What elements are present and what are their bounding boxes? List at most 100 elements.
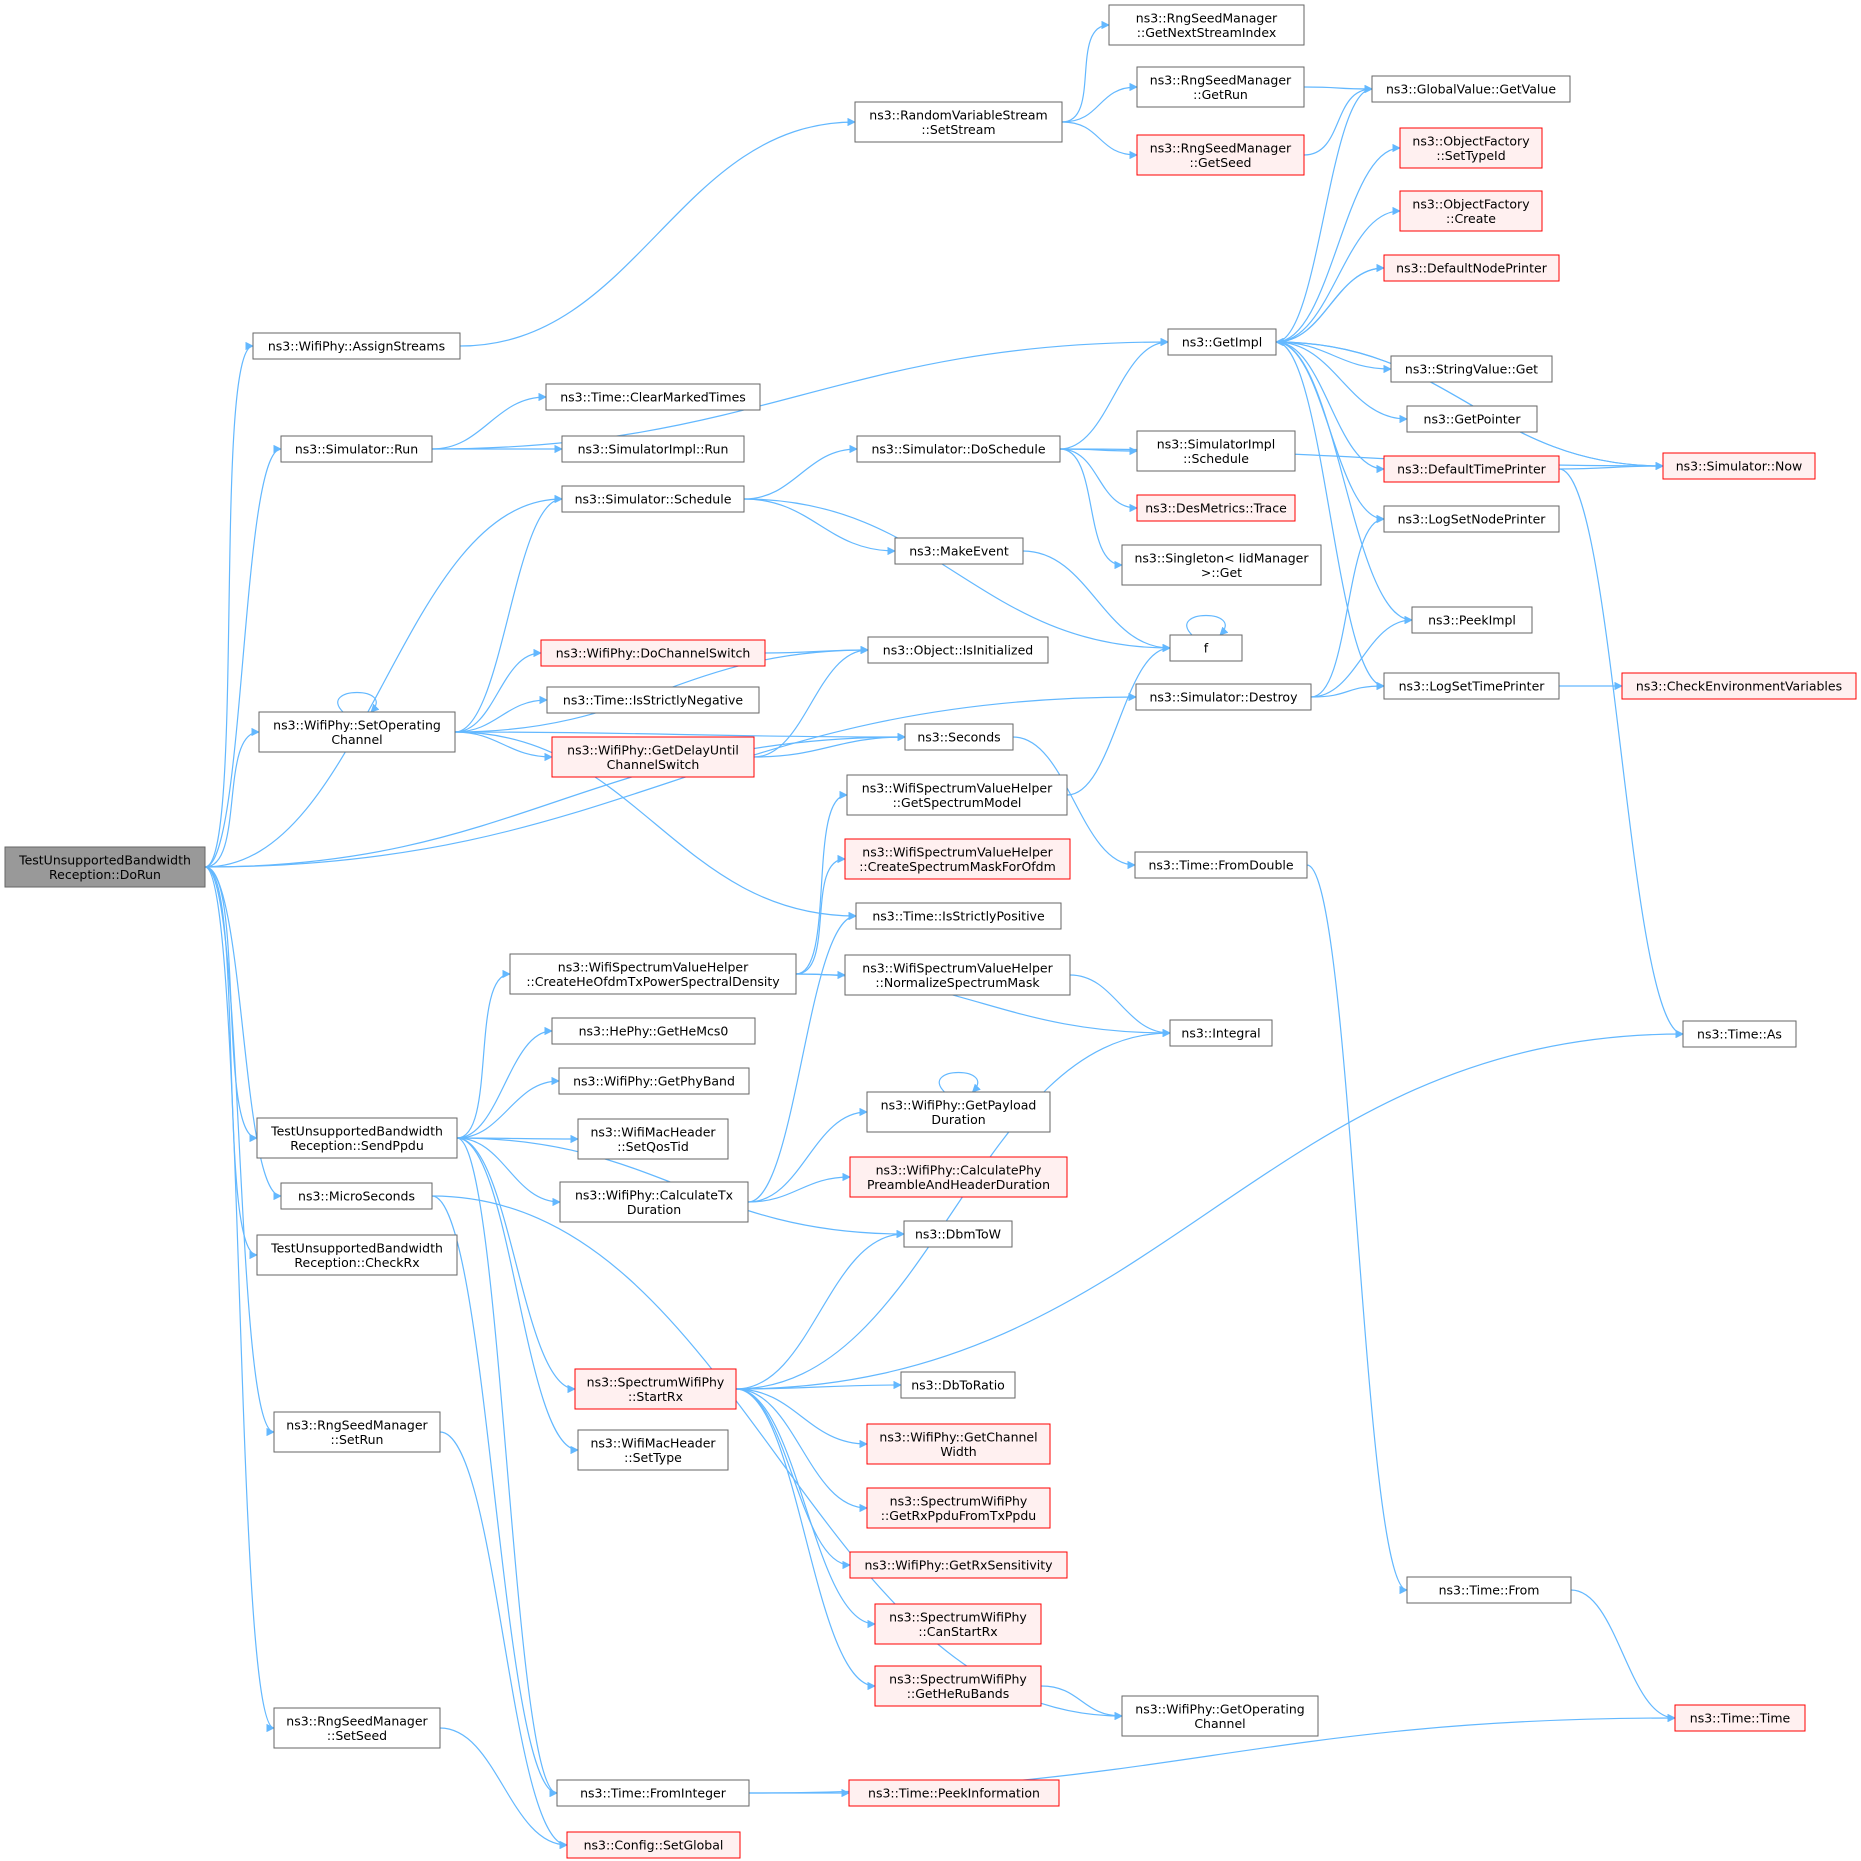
node-normalizeMask[interactable]: ns3::WifiSpectrumValueHelper::NormalizeS… <box>844 954 1071 996</box>
node-globalGetValue[interactable]: ns3::GlobalValue::GetValue <box>1371 75 1571 103</box>
node-box <box>558 1067 750 1095</box>
node-checkRx[interactable]: TestUnsupportedBandwidthReception::Check… <box>256 1234 458 1276</box>
node-isStrictlyNeg[interactable]: ns3::Time::IsStrictlyNegative <box>546 686 760 714</box>
node-setQosTid[interactable]: ns3::WifiMacHeader::SetQosTid <box>577 1118 729 1160</box>
edge-setOpChannel-to-doChannelSwitch <box>454 648 542 733</box>
node-setType[interactable]: ns3::WifiMacHeader::SetType <box>577 1429 729 1471</box>
edge-getImpl-to-globalGetValue <box>1275 84 1373 343</box>
node-calcPhyPreamble[interactable]: ns3::WifiPhy::CalculatePhyPreambleAndHea… <box>849 1156 1068 1198</box>
node-microSeconds[interactable]: ns3::MicroSeconds <box>280 1182 433 1210</box>
node-doChannelSwitch[interactable]: ns3::WifiPhy::DoChannelSwitch <box>540 639 766 667</box>
node-assignStreams[interactable]: ns3::WifiPhy::AssignStreams <box>252 332 461 360</box>
edge-sendPpdu-to-setType <box>456 1137 579 1455</box>
node-box <box>574 1368 737 1410</box>
edge-getImpl-to-logSetTimePrinter <box>1275 341 1385 691</box>
node-simRun[interactable]: ns3::Simulator::Run <box>280 435 433 463</box>
edge-startRx-to-integral <box>735 1028 1171 1390</box>
node-sendPpdu[interactable]: TestUnsupportedBandwidthReception::SendP… <box>256 1117 458 1159</box>
node-label: ns3::RngSeedManager <box>286 1713 428 1728</box>
edge-getImpl-to-stringValueGet <box>1275 341 1392 374</box>
node-simImplRun[interactable]: ns3::SimulatorImpl::Run <box>561 435 745 463</box>
node-label: ns3::HePhy::GetHeMcs0 <box>579 1024 729 1039</box>
node-getHeMcs0[interactable]: ns3::HePhy::GetHeMcs0 <box>551 1017 756 1045</box>
node-canStartRx[interactable]: ns3::SpectrumWifiPhy::CanStartRx <box>874 1603 1042 1645</box>
node-simDoSchedule[interactable]: ns3::Simulator::DoSchedule <box>856 435 1061 463</box>
node-getRxPpdu[interactable]: ns3::SpectrumWifiPhy::GetRxPpduFromTxPpd… <box>866 1487 1051 1529</box>
node-objIsInit[interactable]: ns3::Object::IsInitialized <box>867 636 1049 664</box>
node-objFacCreate[interactable]: ns3::ObjectFactory::Create <box>1399 190 1543 232</box>
node-getPointer[interactable]: ns3::GetPointer <box>1406 405 1538 433</box>
node-createHeOfdm[interactable]: ns3::WifiSpectrumValueHelper::CreateHeOf… <box>509 953 797 995</box>
node-simImplSchedule[interactable]: ns3::SimulatorImpl::Schedule <box>1136 430 1296 472</box>
node-rvsSetStream[interactable]: ns3::RandomVariableStream::SetStream <box>854 101 1063 143</box>
node-logSetTimePrinter[interactable]: ns3::LogSetTimePrinter <box>1383 672 1560 700</box>
node-setRun[interactable]: ns3::RngSeedManager::SetRun <box>273 1411 441 1453</box>
edge-assignStreams-to-rvsSetStream <box>459 117 856 347</box>
node-logSetNodePrinter[interactable]: ns3::LogSetNodePrinter <box>1383 505 1560 533</box>
node-peekImpl[interactable]: ns3::PeekImpl <box>1411 606 1533 634</box>
node-setSeed[interactable]: ns3::RngSeedManager::SetSeed <box>273 1707 441 1749</box>
node-rngGetSeed[interactable]: ns3::RngSeedManager::GetSeed <box>1136 134 1305 176</box>
node-peekInfo[interactable]: ns3::Time::PeekInformation <box>848 1779 1060 1807</box>
node-label: ns3::GetPointer <box>1424 412 1522 427</box>
node-label: ns3::Time::FromInteger <box>580 1786 727 1801</box>
edge-sendPpdu-to-getHeMcs0 <box>456 1026 553 1139</box>
node-label: ns3::Object::IsInitialized <box>883 643 1033 658</box>
node-simSchedule[interactable]: ns3::Simulator::Schedule <box>561 485 745 513</box>
node-label: ns3::WifiPhy::GetRxSensitivity <box>864 1558 1053 1573</box>
node-getNextStream[interactable]: ns3::RngSeedManager::GetNextStreamIndex <box>1108 4 1305 46</box>
node-defaultNodePrinter[interactable]: ns3::DefaultNodePrinter <box>1383 254 1560 282</box>
node-getImpl[interactable]: ns3::GetImpl <box>1167 328 1277 356</box>
node-f[interactable]: f <box>1169 634 1243 662</box>
node-timeFrom[interactable]: ns3::Time::From <box>1406 1576 1572 1604</box>
node-defaultTimePrinter[interactable]: ns3::DefaultTimePrinter <box>1383 455 1560 483</box>
node-getRxSens[interactable]: ns3::WifiPhy::GetRxSensitivity <box>849 1551 1068 1579</box>
node-configSetGlobal[interactable]: ns3::Config::SetGlobal <box>566 1831 741 1859</box>
node-box <box>848 1779 1060 1807</box>
node-timeTime[interactable]: ns3::Time::Time <box>1674 1704 1806 1732</box>
node-dbmToW[interactable]: ns3::DbmToW <box>903 1220 1013 1248</box>
node-getSpectrumModel[interactable]: ns3::WifiSpectrumValueHelper::GetSpectru… <box>846 774 1068 816</box>
node-isStrictlyPos[interactable]: ns3::Time::IsStrictlyPositive <box>855 902 1062 930</box>
node-objFacSetTypeId[interactable]: ns3::ObjectFactory::SetTypeId <box>1399 127 1543 169</box>
node-label: ns3::WifiSpectrumValueHelper <box>862 844 1053 859</box>
edge-setRun-to-configSetGlobal <box>439 1431 568 1850</box>
node-clearMarked[interactable]: ns3::Time::ClearMarkedTimes <box>545 383 761 411</box>
node-getPhyBand[interactable]: ns3::WifiPhy::GetPhyBand <box>558 1067 750 1095</box>
node-startRx[interactable]: ns3::SpectrumWifiPhy::StartRx <box>574 1368 737 1410</box>
node-label: ::SetRun <box>331 1432 384 1447</box>
node-box <box>1169 634 1243 662</box>
node-fromInteger[interactable]: ns3::Time::FromInteger <box>556 1779 750 1807</box>
node-label: ns3::WifiPhy::DoChannelSwitch <box>556 646 751 661</box>
edge-root-to-simDestroy <box>204 692 1137 868</box>
node-integral[interactable]: ns3::Integral <box>1169 1019 1273 1047</box>
node-checkEnv[interactable]: ns3::CheckEnvironmentVariables <box>1621 672 1857 700</box>
node-stringValueGet[interactable]: ns3::StringValue::Get <box>1390 355 1553 383</box>
node-singletonGet[interactable]: ns3::Singleton< IidManager>::Get <box>1121 544 1322 586</box>
node-box <box>1621 672 1857 700</box>
node-box <box>280 435 433 463</box>
node-dbToRatio[interactable]: ns3::DbToRatio <box>900 1371 1016 1399</box>
node-label: ::SetTypeId <box>1436 148 1505 163</box>
node-timeAs[interactable]: ns3::Time::As <box>1682 1020 1797 1048</box>
node-desTrace[interactable]: ns3::DesMetrics::Trace <box>1136 494 1296 522</box>
node-createMaskOfdm[interactable]: ns3::WifiSpectrumValueHelper::CreateSpec… <box>844 838 1071 880</box>
node-label: ns3::LogSetTimePrinter <box>1399 679 1546 694</box>
node-makeEvent[interactable]: ns3::MakeEvent <box>894 537 1024 565</box>
node-getHeRuBands[interactable]: ns3::SpectrumWifiPhy::GetHeRuBands <box>874 1665 1042 1707</box>
node-box <box>256 1234 458 1276</box>
node-label: TestUnsupportedBandwidth <box>270 1240 443 1255</box>
node-simDestroy[interactable]: ns3::Simulator::Destroy <box>1135 683 1312 711</box>
node-fromDouble[interactable]: ns3::Time::FromDouble <box>1134 851 1308 879</box>
node-seconds[interactable]: ns3::Seconds <box>904 723 1014 751</box>
node-rngGetRun[interactable]: ns3::RngSeedManager::GetRun <box>1136 66 1305 108</box>
node-label: ns3::DefaultNodePrinter <box>1396 261 1548 276</box>
node-simNow[interactable]: ns3::Simulator::Now <box>1662 452 1816 480</box>
